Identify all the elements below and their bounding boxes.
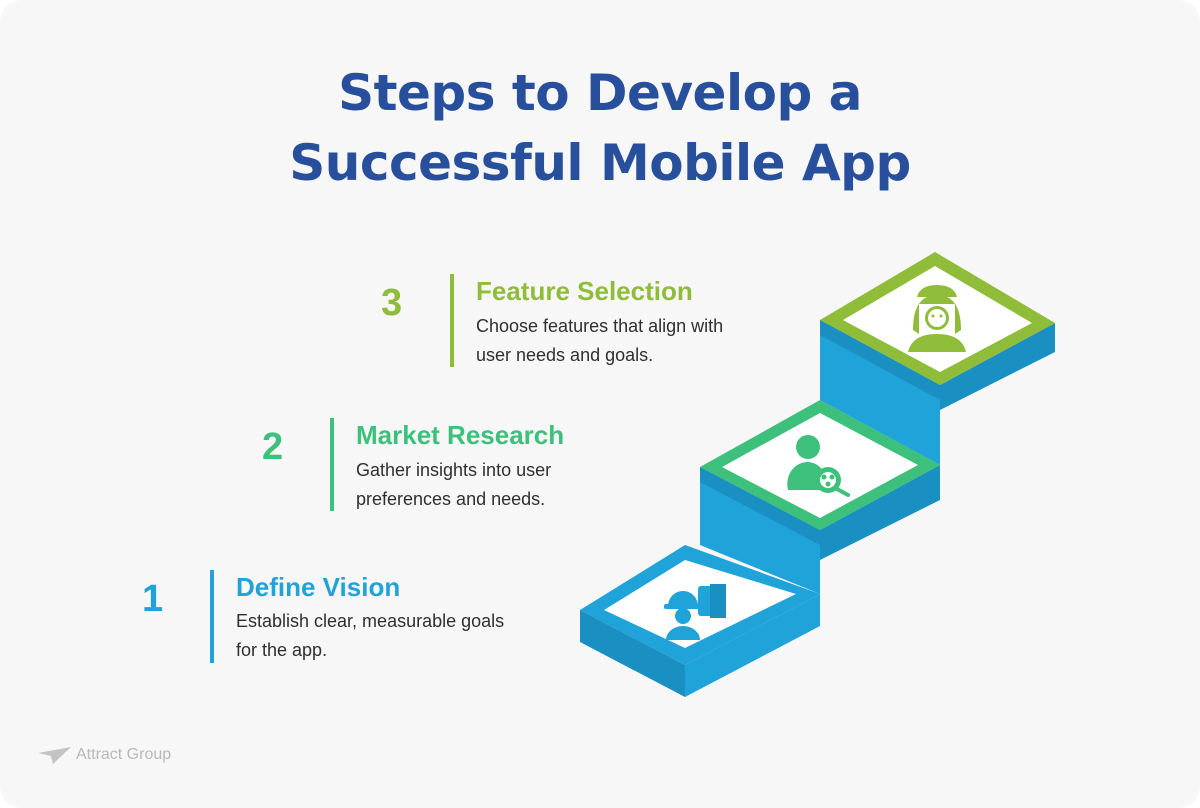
step-2-heading: Market Research <box>356 420 565 450</box>
step-3-heading: Feature Selection <box>476 276 693 306</box>
step-1-description: Establish clear, measurable goals for th… <box>236 607 556 665</box>
step-3-description: Choose features that align with user nee… <box>476 312 796 370</box>
step-2-description: Gather insights into user preferences an… <box>356 456 676 514</box>
step-3-number: 3 <box>381 282 403 324</box>
step-1-number: 1 <box>142 578 164 620</box>
user-magnifier-icon <box>787 435 850 497</box>
step-2-number: 2 <box>262 426 284 468</box>
engineer-blueprint-icon <box>664 584 726 640</box>
stair-riser-1 <box>700 467 820 594</box>
step-3-divider <box>450 274 454 367</box>
title-line-1: Steps to Develop a <box>338 64 862 122</box>
step-2-description-line-1: Gather insights into user <box>356 460 552 480</box>
step-1-divider <box>210 570 214 663</box>
page-title: Steps to Develop a Successful Mobile App <box>0 58 1200 198</box>
brand-logo: Attract Group <box>38 745 171 765</box>
step-1-description-line-1: Establish clear, measurable goals <box>236 611 505 631</box>
stair-riser-2 <box>820 320 940 465</box>
step-2-divider <box>330 418 334 511</box>
step-1-heading: Define Vision <box>236 572 401 602</box>
step-3-description-line-2: user needs and goals. <box>476 345 654 365</box>
woman-user-icon <box>908 285 966 352</box>
paper-plane-icon <box>38 747 71 764</box>
step-2-description-line-2: preferences and needs. <box>356 489 546 509</box>
step-3-description-line-1: Choose features that align with <box>476 316 724 336</box>
title-line-2: Successful Mobile App <box>289 134 911 192</box>
brand-logo-text: Attract Group <box>76 746 172 763</box>
step-1-description-line-2: for the app. <box>236 640 328 660</box>
